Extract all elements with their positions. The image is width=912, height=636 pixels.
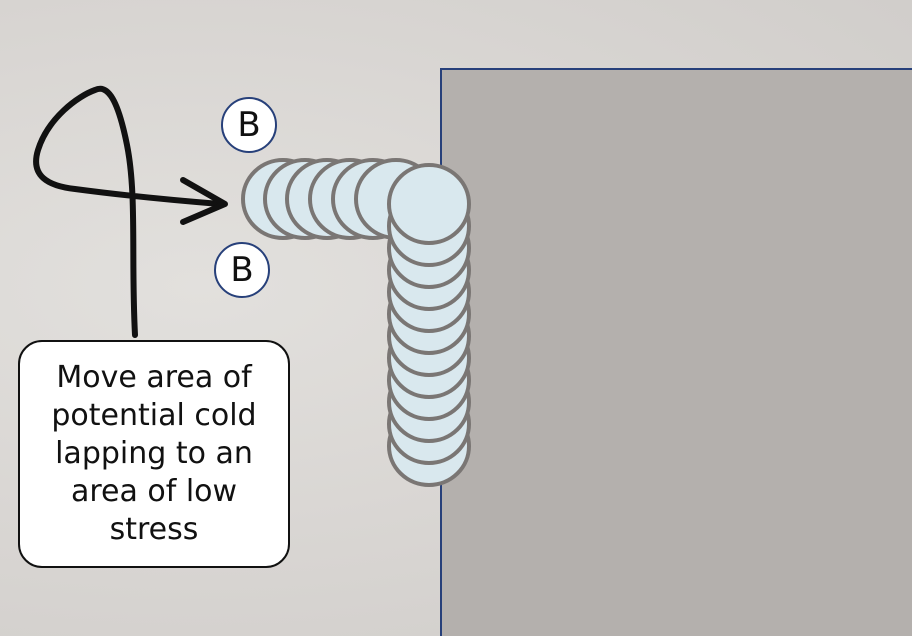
loop-arrow-icon	[33, 85, 228, 338]
weld-bead-group	[241, 158, 471, 487]
weld-bead-vertical	[387, 163, 471, 245]
marker-b-bottom-label: B	[230, 250, 254, 290]
marker-b-top: B	[221, 97, 277, 153]
marker-b-top-label: B	[237, 105, 261, 145]
callout-text: Move area of potential cold lapping to a…	[51, 360, 257, 547]
marker-b-bottom: B	[214, 242, 270, 298]
callout-box: Move area of potential cold lapping to a…	[18, 340, 290, 568]
base-plate	[440, 68, 912, 636]
